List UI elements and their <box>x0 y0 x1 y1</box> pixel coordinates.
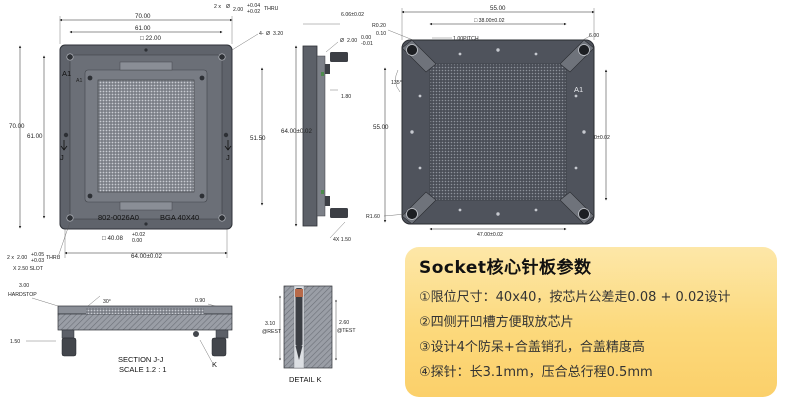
slot-tol-top: +0.05 <box>31 252 44 258</box>
top-square-40-tol-top: +0.02 <box>132 232 145 238</box>
slot-x: X 2.50 SLOT <box>13 266 44 272</box>
side-body <box>302 45 318 227</box>
slot-tol-bottom: +0.03 <box>31 258 44 264</box>
right-bottom-dim: 47.00±0.02 <box>477 232 503 238</box>
top-hole-4x-dia: 3.20 <box>273 31 283 37</box>
label-a1-top: A1 <box>62 69 71 78</box>
side-bottom-dim: 4X 1.50 <box>333 237 351 243</box>
top-hole-thru-dia: 2.00 <box>233 7 243 13</box>
section-label-k: K <box>212 360 217 369</box>
right-angle-135: 135° <box>391 80 402 86</box>
detail-dim-310: 3.10 <box>265 321 275 327</box>
right-width-overall: 55.00 <box>490 5 506 12</box>
detail-view: 3.10 @REST 2.60 @TEST DETAIL K <box>262 285 356 384</box>
label-a1-bottom: A1 <box>574 85 583 94</box>
side-small-dim: 1.80 <box>341 94 351 100</box>
sec-dim-300: 3.00 <box>19 283 29 289</box>
top-view: 70.00 61.00 □ 22.00 2 x Ø 2.00 +0.04 +0.… <box>7 3 283 272</box>
detail-title: DETAIL K <box>289 375 322 384</box>
side-hole-dia: 2.00 <box>347 38 357 44</box>
label-a1-small: A1 <box>76 78 82 84</box>
top-hole-thru-suffix: THRU <box>264 6 279 12</box>
side-hole-tol-bottom: -0.01 <box>361 41 373 47</box>
top-square-40: □ 40.08 <box>102 235 123 242</box>
top-square-40-tol-bottom: 0.00 <box>132 238 142 244</box>
side-top-dim: 6.06±0.02 <box>341 12 364 18</box>
section-view: 3.00 HARDSTOP 30° 0.90 1.50 SECTION J-J … <box>8 283 233 374</box>
info-panel: Socket核心针板参数 ①限位尺寸：40x40，按芯片公差走0.08 + 0.… <box>405 247 777 397</box>
detail-rest: @REST <box>262 329 282 335</box>
section-title: SECTION J-J <box>118 355 164 364</box>
sec-dim-150: 1.50 <box>10 339 20 345</box>
sec-angle: 30° <box>103 299 111 305</box>
slot-prefix: 2 x <box>7 255 14 261</box>
slot-suffix: THRU <box>46 255 61 261</box>
side-height-dim: 64.00±0.02 <box>281 128 312 135</box>
top-hole-thru-tol-top: +0.04 <box>247 3 260 9</box>
detail-dim-260: 2.60 <box>339 320 349 326</box>
sec-dim-090: 0.90 <box>195 298 205 304</box>
part-number: 802-0026A0 <box>98 213 139 222</box>
right-pitch: 1.00PITCH <box>453 36 479 42</box>
right-r020: R0.20 <box>372 23 386 29</box>
top-hole-thru-dia-symbol: Ø <box>226 4 230 10</box>
info-item-2: ②四侧开凹槽方便取放芯片 <box>419 315 574 330</box>
info-title: Socket核心针板参数 <box>419 258 592 278</box>
right-square-38: □ 38.00±0.02 <box>474 18 505 24</box>
top-height-right: 51.50 <box>250 135 266 142</box>
right-r160: R1.60 <box>366 214 380 220</box>
top-width-inner: 61.00 <box>135 25 151 32</box>
sec-hardstop: HARDSTOP <box>8 292 37 298</box>
side-hole-dia-symbol: Ø <box>340 38 344 44</box>
pin-array <box>97 79 195 193</box>
top-square-22: □ 22.00 <box>140 35 161 42</box>
top-bottom-width: 64.00±0.02 <box>131 253 162 260</box>
right-corner-dim: 6.00 <box>589 33 599 39</box>
right-height-overall: 55.00 <box>373 124 389 131</box>
right-r010: 0.10 <box>376 31 386 37</box>
side-view: 6.06±0.02 Ø 2.00 0.00 -0.01 64.00±0.02 1… <box>281 12 373 243</box>
right-view: 55.00 □ 38.00±0.02 1.00PITCH R0.20 0.10 … <box>366 5 610 238</box>
slot-dia: 2.00 <box>17 255 27 261</box>
label-j-left: J <box>60 153 64 162</box>
info-item-1: ①限位尺寸：40x40，按芯片公差走0.08 + 0.02设计 <box>419 290 731 305</box>
pin-array-bottom <box>429 63 567 201</box>
detail-test: @TEST <box>337 328 356 334</box>
top-hole-thru-tol-bottom: +0.02 <box>247 9 260 15</box>
top-height-inner: 61.00 <box>27 133 43 140</box>
info-item-4: ④探针：长3.1mm，压合总行程0.5mm <box>419 365 653 380</box>
top-hole-4x: 4- <box>259 31 264 37</box>
section-scale: SCALE 1.2 : 1 <box>119 365 167 374</box>
top-hole-thru-prefix: 2 x <box>214 4 221 10</box>
top-height-overall: 70.00 <box>9 123 25 130</box>
right-side-dim: 47.00±0.02 <box>584 135 610 141</box>
label-j-right: J <box>226 153 230 162</box>
top-hole-4x-symbol: Ø <box>266 31 270 37</box>
info-item-3: ③设计4个防呆+合盖销孔，合盖精度高 <box>419 340 645 355</box>
package-text: BGA 40X40 <box>160 213 199 222</box>
top-width-overall: 70.00 <box>135 13 151 20</box>
side-hole-tol-top: 0.00 <box>361 35 371 41</box>
